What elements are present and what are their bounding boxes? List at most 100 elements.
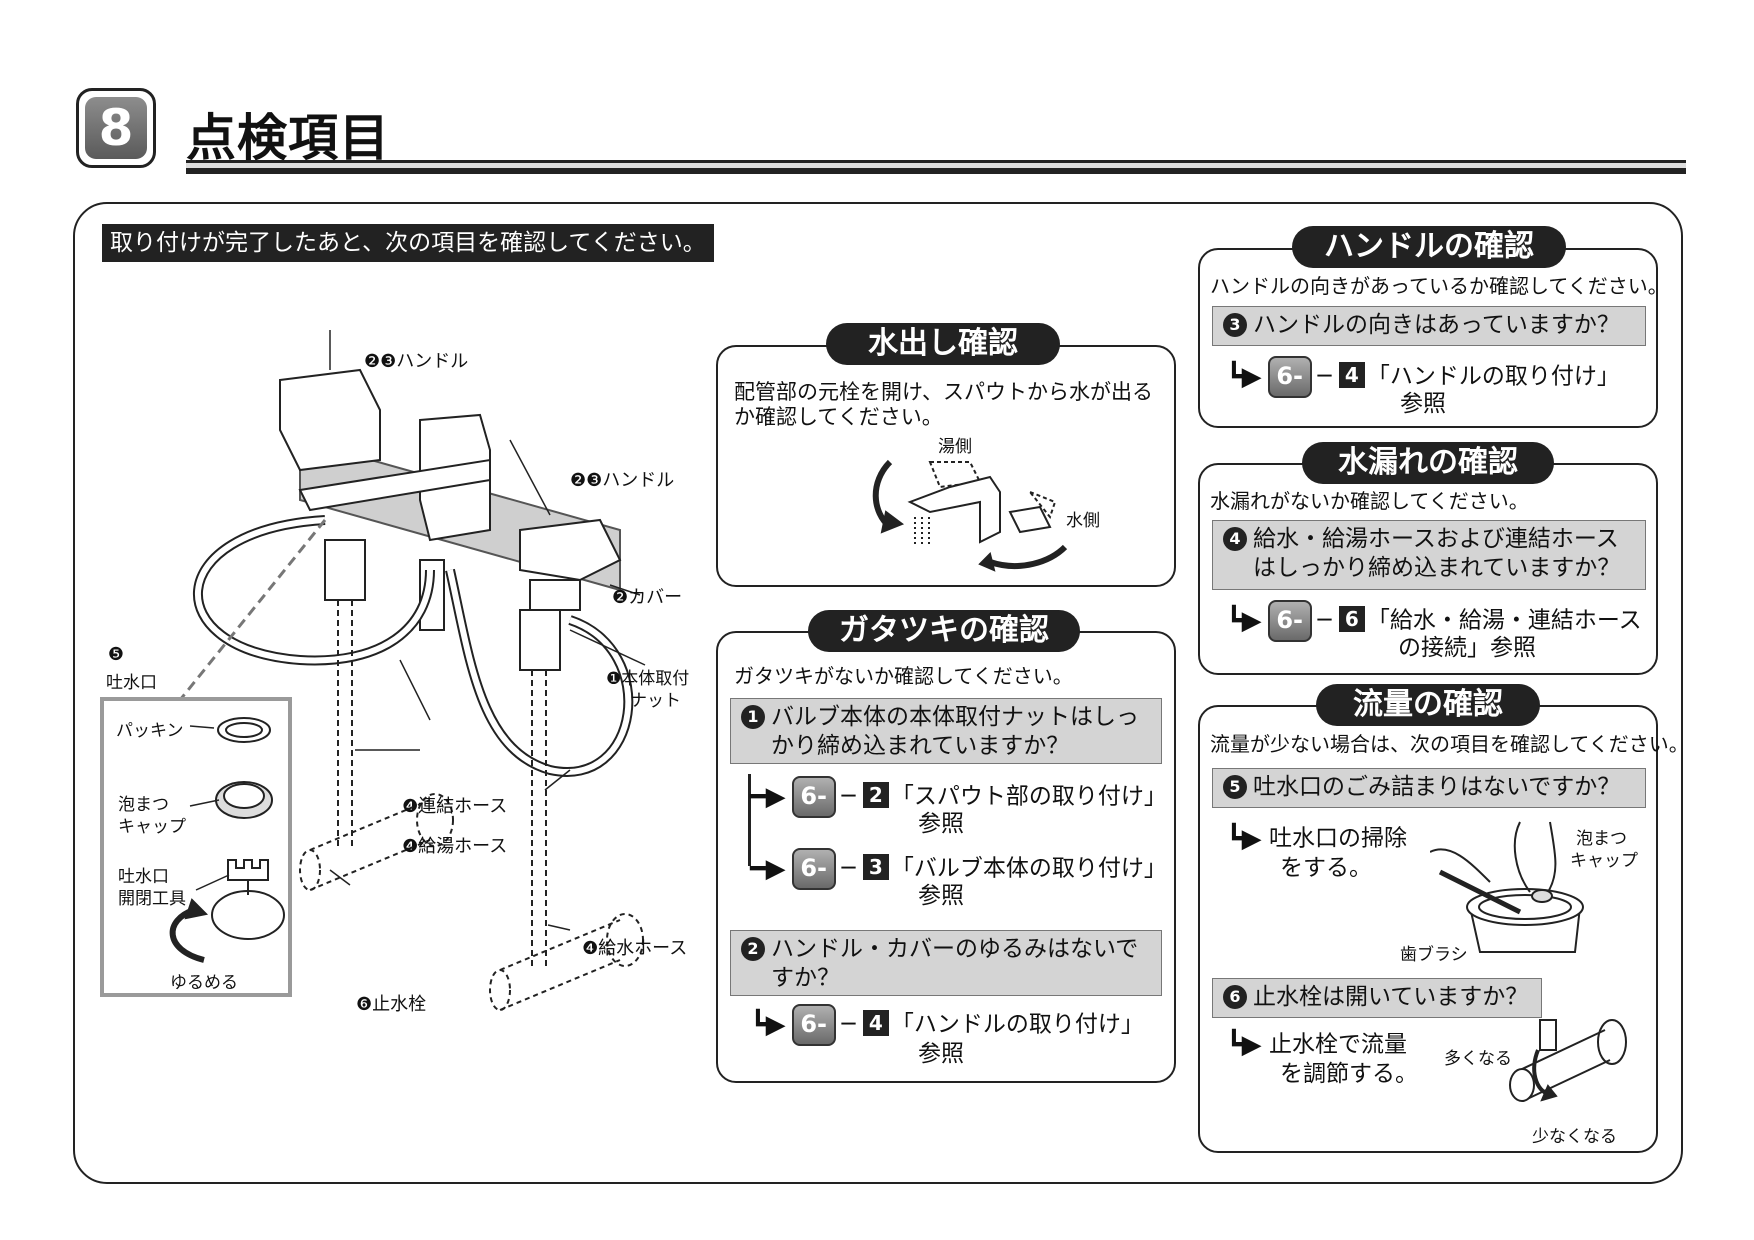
leak-check-title: 水漏れの確認 [1302, 442, 1554, 484]
cleaning-drawing [1430, 821, 1584, 953]
rattle-check-title: ガタツキの確認 [808, 610, 1080, 652]
rattle-r1a-badge: 6-1 [791, 776, 836, 846]
intro-banner: 取り付けが完了したあと、次の項目を確認してください。 [102, 224, 714, 262]
handle-r-text: 「ハンドルの取り付け」 [1366, 363, 1620, 390]
rattle-r1b-num: 3 [862, 853, 889, 880]
leak-r-sub: の接続」参照 [1398, 635, 1536, 661]
rattle-q1-line1: バルブ本体の本体取付ナットはしっ [771, 704, 1139, 730]
flow-a2: ┗▶ 止水栓で流量 [1226, 1030, 1407, 1060]
leak-q-line2: はしっかり締め込まれていますか？ [1253, 555, 1621, 581]
label-nut-2: ナット [630, 691, 681, 711]
rattle-r1a-text: 「スパウト部の取り付け」 [890, 783, 1167, 810]
rattle-q1-num: 1 [741, 705, 765, 729]
handle-r: ┗▶6-2─ 4「ハンドルの取り付け」 [1226, 356, 1620, 426]
flow-a2-line2: を調節する。 [1280, 1061, 1418, 1087]
label-cold-side: 水側 [1066, 511, 1100, 531]
water-check-box [716, 345, 1176, 587]
label-connect-hose: ❹連結ホース [402, 796, 508, 817]
label-less: 少なくなる [1532, 1127, 1617, 1147]
leak-r-text: 「給水・給湯・連結ホース [1366, 607, 1642, 634]
arrow-right-icon: ┗▶ [750, 1010, 786, 1040]
leak-q-num: 4 [1223, 527, 1247, 551]
leak-r-num: 6 [1338, 605, 1365, 632]
label-outlet: 吐水口 [106, 673, 157, 693]
arrow-right-icon: ┗▶ [1226, 362, 1262, 392]
water-check-drawing [872, 459, 1068, 572]
rattle-r1b: ━▶6-2─ 3「バルブ本体の取り付け」 [750, 848, 1167, 918]
rattle-r2-text: 「ハンドルの取り付け」 [890, 1011, 1144, 1038]
parts-inset-drawing [169, 717, 285, 963]
rattle-r2-sub: 参照 [918, 1041, 964, 1067]
rattle-q2-num: 2 [741, 937, 765, 961]
water-check-title: 水出し確認 [826, 323, 1060, 365]
label-tool-1: 吐水口 [118, 867, 169, 887]
content-frame [73, 202, 1683, 1184]
handle-q-num: 3 [1223, 313, 1247, 337]
rattle-r1b-badge: 6-2 [791, 848, 836, 918]
faucet-diagram [178, 330, 646, 1011]
arrow-right-icon: ┗▶ [1226, 606, 1262, 636]
parts-inset [100, 697, 292, 997]
rattle-r1b-sub: 参照 [918, 883, 964, 909]
rattle-r2: ┗▶6-2─ 4「ハンドルの取り付け」 [750, 1004, 1144, 1074]
flow-check-title: 流量の確認 [1316, 684, 1540, 726]
arrow-right-icon: ━▶ [750, 854, 786, 884]
rattle-r1a-num: 2 [862, 781, 889, 808]
rattle-r1a-sub: 参照 [918, 811, 964, 837]
label-brush: 歯ブラシ [1400, 945, 1468, 965]
flow-q1-text: 吐水口のごみ詰まりはないですか？ [1253, 774, 1621, 800]
rattle-bracket [748, 774, 751, 866]
flow-a2-line1: 止水栓で流量 [1268, 1031, 1407, 1058]
arrow-right-icon: ━▶ [750, 782, 786, 812]
rattle-q2-line1: ハンドル・カバーのゆるみはないで [771, 936, 1139, 962]
rattle-q1-line2: かり締め込まれていますか？ [771, 733, 1070, 759]
handle-r-num: 4 [1338, 361, 1365, 388]
arrow-right-icon: ┗▶ [1226, 824, 1262, 854]
water-check-text-2: か確認してください。 [734, 405, 943, 429]
leak-check-text: 水漏れがないか確認してください。 [1210, 489, 1529, 513]
section-number-badge: 8 [76, 88, 156, 168]
handle-check-text: ハンドルの向きがあっているか確認してください。 [1210, 274, 1668, 298]
label-aerator-2: キャップ [118, 817, 186, 837]
label-hot-hose: ❹給湯ホース [402, 836, 508, 857]
label-nut-1: ❶本体取付 [606, 669, 690, 689]
rattle-r1a: ━▶6-1─ 2「スパウト部の取り付け」 [750, 776, 1167, 846]
handle-q-text: ハンドルの向きはあっていますか？ [1253, 312, 1620, 338]
flow-check-text: 流量が少ない場合は、次の項目を確認してください。 [1210, 732, 1689, 756]
label-loosen: ゆるめる [170, 973, 238, 993]
flow-a1-line1: 吐水口の掃除 [1268, 825, 1407, 852]
label-stop-valve: ❻止水栓 [356, 994, 427, 1015]
label-cover: ❷カバー [612, 587, 683, 608]
label-more: 多くなる [1444, 1049, 1512, 1069]
flow-a1-line2: をする。 [1280, 855, 1372, 881]
label-cap-1: 泡まつ [1576, 829, 1627, 849]
section-number: 8 [85, 97, 147, 159]
water-check-text-1: 配管部の元栓を開け、スパウトから水が出る [734, 380, 1153, 404]
leak-r: ┗▶6-3─ 6「給水・給湯・連結ホース [1226, 600, 1642, 670]
flow-q2-text: 止水栓は開いていますか？ [1253, 984, 1529, 1010]
arrow-right-icon: ┗▶ [1226, 1030, 1262, 1060]
flow-a1: ┗▶ 吐水口の掃除 [1226, 824, 1407, 854]
handle-r-badge: 6-2 [1267, 356, 1312, 426]
label-tool-2: 開閉工具 [118, 889, 186, 909]
label-packing: パッキン [116, 721, 184, 741]
stop-valve-drawing [1509, 1019, 1627, 1102]
rattle-r2-badge: 6-2 [791, 1004, 836, 1074]
rattle-check-text: ガタツキがないか確認してください。 [734, 664, 1073, 688]
flow-q1-num: 5 [1223, 775, 1247, 799]
label-water-hose: ❹給水ホース [582, 938, 688, 959]
handle-r-sub: 参照 [1400, 391, 1446, 417]
label-hot-side: 湯側 [938, 437, 972, 457]
flow-q2-num: 6 [1223, 985, 1247, 1009]
rattle-q2-line2: すか？ [771, 965, 840, 991]
page-title: 点検項目 [186, 109, 390, 167]
handle-check-title: ハンドルの確認 [1292, 226, 1566, 268]
leak-q-line1: 給水・給湯ホースおよび連結ホース [1253, 526, 1619, 552]
rattle-r1b-text: 「バルブ本体の取り付け」 [890, 855, 1167, 882]
label-aerator-1: 泡まつ [118, 795, 169, 815]
label-cap-2: キャップ [1570, 851, 1638, 871]
